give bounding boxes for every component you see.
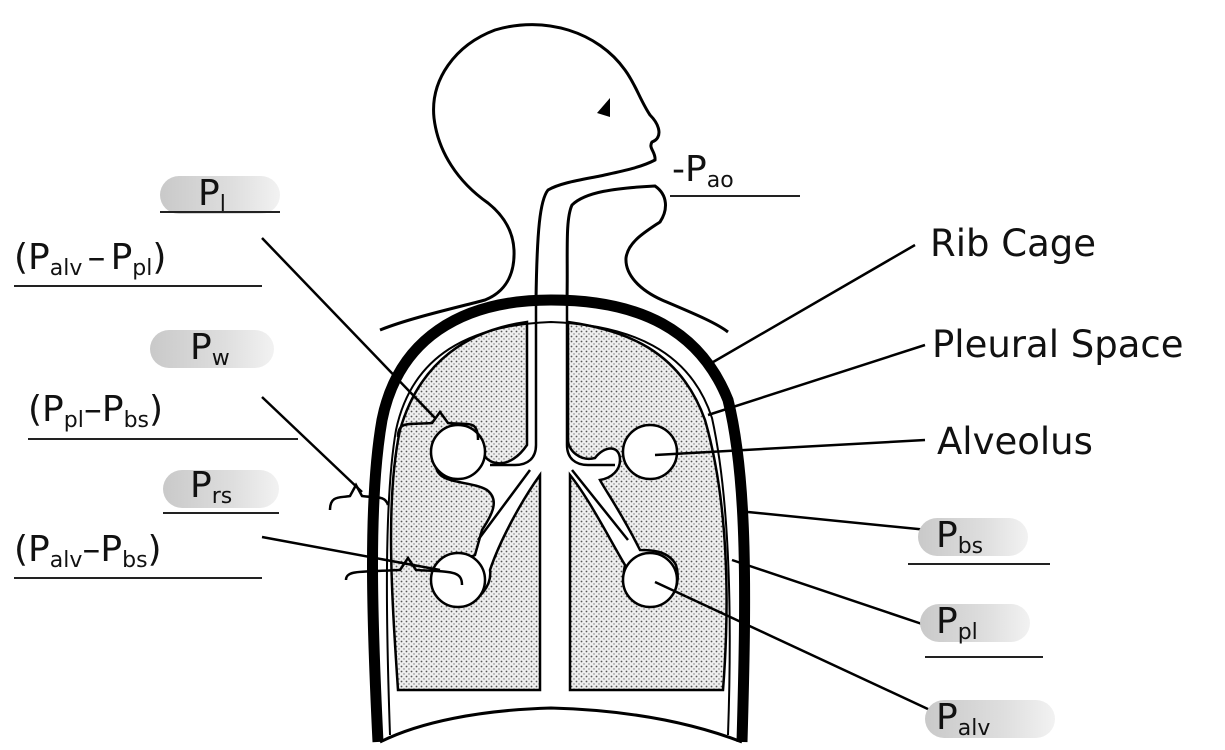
pao-underline bbox=[670, 195, 800, 197]
neck-front-outline bbox=[567, 186, 728, 332]
alveolus-upper-right bbox=[623, 425, 677, 479]
pbs-symbol: Pbs bbox=[936, 518, 983, 554]
right-lung bbox=[568, 322, 727, 690]
pl-equation: (Palv – Ppl) bbox=[14, 240, 166, 276]
pleural-space-label: Pleural Space bbox=[932, 326, 1183, 363]
ppl-symbol: Ppl bbox=[936, 604, 978, 640]
left-lung bbox=[391, 322, 540, 690]
alveolus-lower-right bbox=[623, 553, 677, 607]
prs-eq-underline bbox=[14, 577, 262, 579]
prs-equation: (Palv–Pbs) bbox=[14, 532, 162, 568]
ppl-underline bbox=[925, 656, 1043, 658]
head-outline bbox=[380, 25, 659, 330]
pw-symbol: Pw bbox=[190, 330, 230, 366]
rib-cage-label: Rib Cage bbox=[930, 225, 1096, 262]
alveolus-lower-left bbox=[431, 553, 485, 607]
prs-symbol: Prs bbox=[190, 468, 232, 504]
palv-symbol: Palv bbox=[936, 700, 990, 736]
pw-eq-underline bbox=[28, 438, 298, 440]
alveolus-label: Alveolus bbox=[937, 423, 1093, 460]
eye-icon bbox=[597, 98, 610, 117]
pbs-underline bbox=[908, 563, 1050, 565]
pl-eq-underline bbox=[14, 285, 262, 287]
pw-equation: (Ppl–Pbs) bbox=[28, 392, 163, 428]
prs-underline bbox=[163, 512, 279, 514]
pao-symbol: -Pao bbox=[672, 152, 734, 188]
pl-symbol: Pl bbox=[198, 176, 226, 212]
diaphragm bbox=[380, 708, 742, 742]
